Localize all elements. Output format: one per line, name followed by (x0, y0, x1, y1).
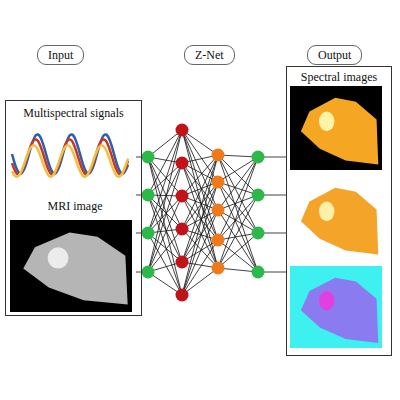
neuron (212, 149, 225, 162)
organ-shape (301, 188, 378, 255)
lesion-blob (319, 291, 334, 310)
neuron (176, 157, 189, 170)
neuron (176, 256, 189, 269)
neuron (176, 289, 189, 302)
image-ground (290, 86, 382, 170)
panel-title: Spectral images (287, 67, 391, 84)
section-label: Output (307, 45, 362, 65)
input-panel: Multispectral signalsMRI image (5, 100, 142, 316)
neuron (252, 227, 265, 240)
network-link (148, 195, 182, 295)
spectral-image (290, 86, 382, 170)
network-link (218, 155, 258, 195)
network-link (148, 233, 182, 262)
section-label: Input (37, 45, 84, 65)
network-link (148, 130, 182, 272)
neuron (252, 189, 265, 202)
organ-shape (301, 98, 378, 165)
network-link (218, 155, 258, 272)
section-title: Output (318, 48, 351, 62)
output-wire (264, 233, 287, 234)
network-link (182, 210, 218, 295)
network-link (182, 155, 218, 295)
neuron (142, 227, 155, 240)
output-panel: Spectral images (286, 66, 392, 356)
neuron (212, 204, 225, 217)
spectral-image (301, 188, 378, 255)
mri-image (10, 220, 132, 312)
network-links (136, 130, 287, 295)
section-title: Input (48, 48, 73, 62)
organ-shape (23, 232, 127, 304)
neuron (212, 176, 225, 189)
network-link (182, 268, 218, 295)
network-link (218, 157, 258, 240)
output-wire (264, 157, 287, 158)
lesion-blob (48, 247, 69, 268)
organ-shape (301, 278, 378, 343)
neuron (176, 223, 189, 236)
neuron (176, 124, 189, 137)
neuron (142, 189, 155, 202)
neuron (176, 190, 189, 203)
panel-title: MRI image (10, 199, 140, 213)
neuron (142, 151, 155, 164)
signal-wave (12, 139, 128, 174)
spectral-image (290, 266, 382, 348)
section-label: Z-Net (184, 45, 235, 65)
image-ground (290, 266, 382, 348)
signal-wave (12, 145, 128, 176)
lesion-blob (319, 202, 334, 222)
neuron (212, 262, 225, 275)
lesion-blob (319, 112, 334, 132)
output-wire (264, 195, 287, 196)
section-title: Z-Net (195, 48, 224, 62)
image-label-box: MRI image (10, 199, 140, 217)
network-link (148, 163, 182, 272)
neuron (252, 151, 265, 164)
panel-title: Multispectral signals (6, 101, 141, 120)
neuron (252, 266, 265, 279)
network-link (182, 210, 218, 262)
neuron (212, 234, 225, 247)
output-wire (264, 272, 287, 273)
image-ground (10, 220, 132, 312)
neuron (142, 266, 155, 279)
